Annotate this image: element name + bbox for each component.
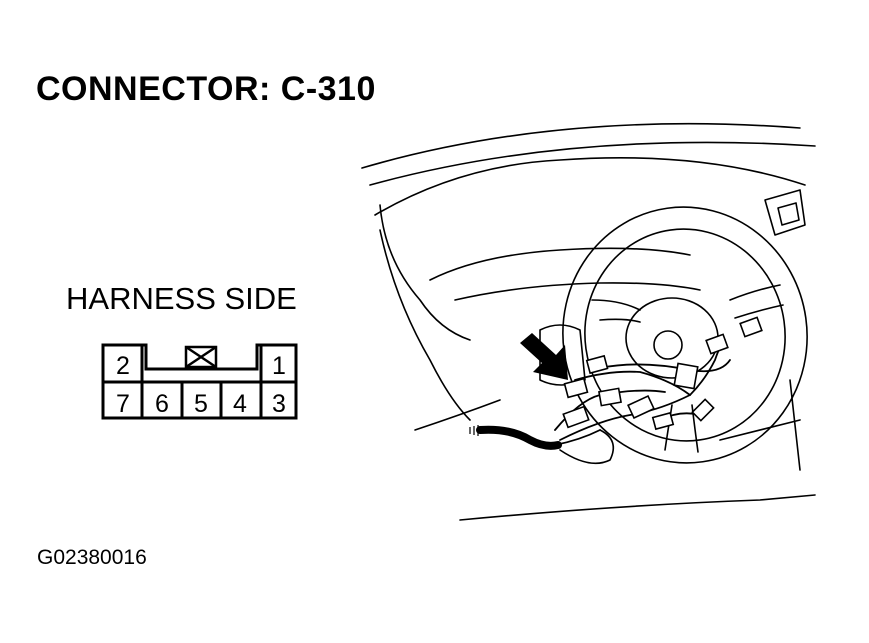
figure-code: G02380016 — [37, 546, 147, 569]
pin-label: 6 — [155, 390, 169, 418]
connector-outline — [101, 343, 298, 420]
harness-side-label: HARNESS SIDE — [66, 281, 297, 316]
x-box-icon — [184, 345, 218, 369]
pin-label: 5 — [194, 390, 208, 418]
pin-label: 4 — [233, 390, 247, 418]
pin-label: 2 — [116, 352, 130, 380]
pin-label: 7 — [116, 390, 130, 418]
pin-label: 1 — [272, 352, 286, 380]
arrow-icon — [520, 333, 568, 380]
connector-title: CONNECTOR: C-310 — [36, 70, 376, 108]
pin-label: 3 — [272, 390, 286, 418]
